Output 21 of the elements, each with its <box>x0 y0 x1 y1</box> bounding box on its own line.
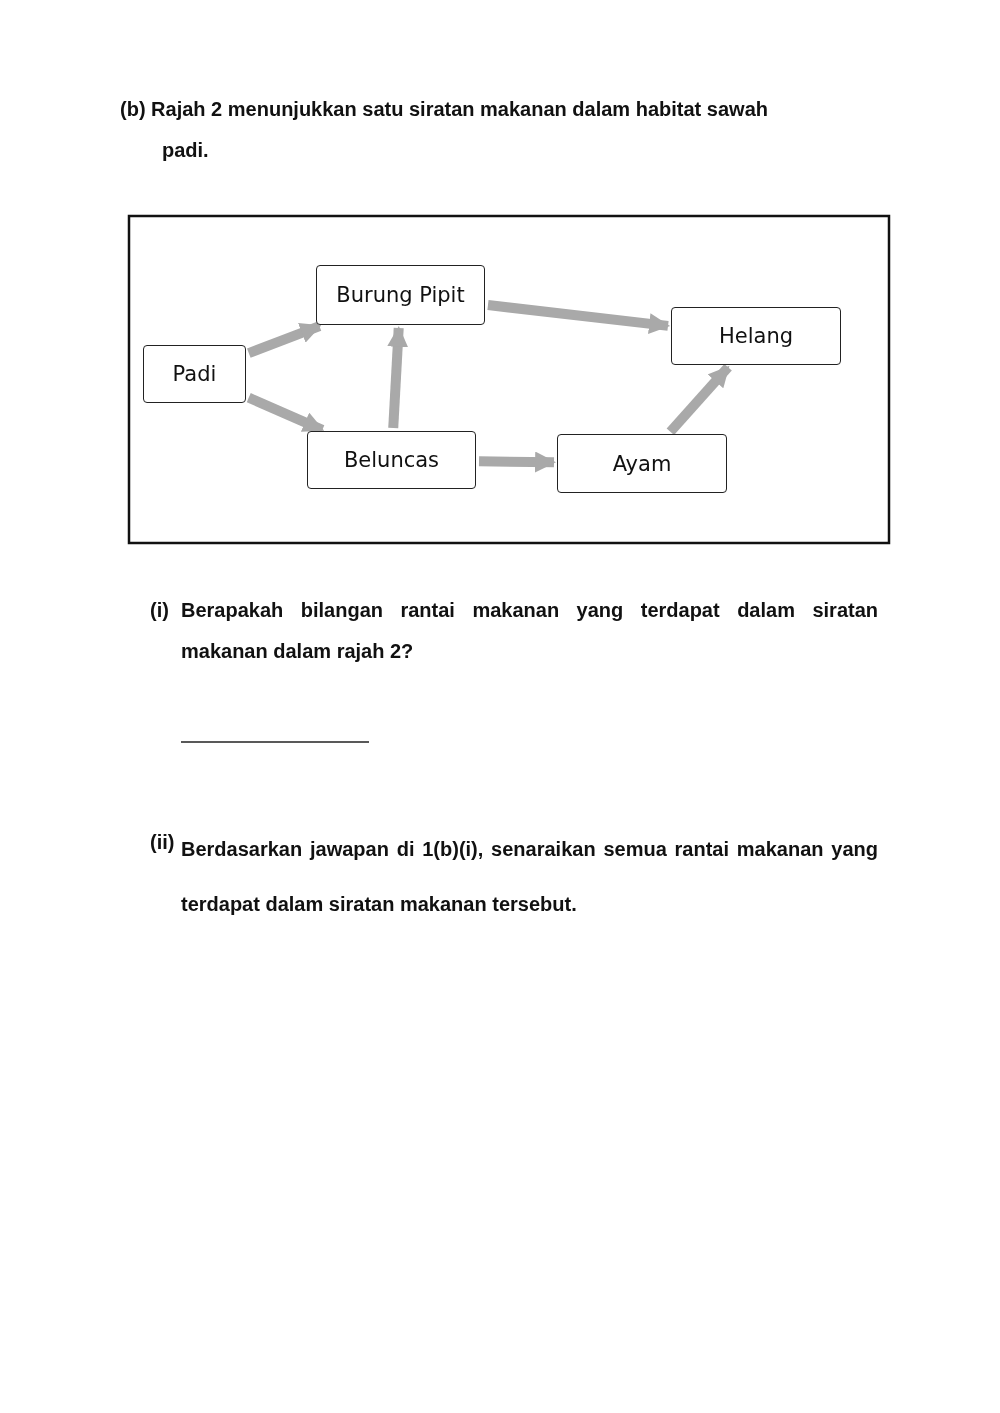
question-text: Berapakah bilangan rantai makanan yang terdapat dalam siratan makanan dalam rajah 2? <box>181 598 878 664</box>
organism-box <box>316 265 485 325</box>
organism-name: Beluncas <box>343 448 440 472</box>
organism-name: Helang <box>718 324 794 348</box>
arrow <box>387 325 409 429</box>
question-text: (b) Rajah 2 menunjukkan satu siratan makanan dalam habitat sawah padi. <box>120 97 769 163</box>
organism-name: Burung Pipit <box>336 283 465 307</box>
arrow <box>666 363 732 436</box>
question-text: Berdasarkan jawapan di 1(b)(i), senaraikan semua rantai makanan yang terdapat dalam siratan makanan tersebut. <box>181 837 878 917</box>
organism-box <box>557 434 727 493</box>
organism-name: Padi <box>172 362 217 386</box>
arrow <box>247 321 322 358</box>
organism-name: Ayam <box>612 451 672 476</box>
organism-box <box>307 431 476 489</box>
arrow <box>478 451 557 473</box>
organism-box <box>671 307 841 365</box>
question-number: (ii) <box>150 830 175 855</box>
organism-box <box>143 345 246 403</box>
question-number: (i) <box>150 598 169 623</box>
arrow <box>246 393 325 435</box>
arrow <box>487 300 671 335</box>
